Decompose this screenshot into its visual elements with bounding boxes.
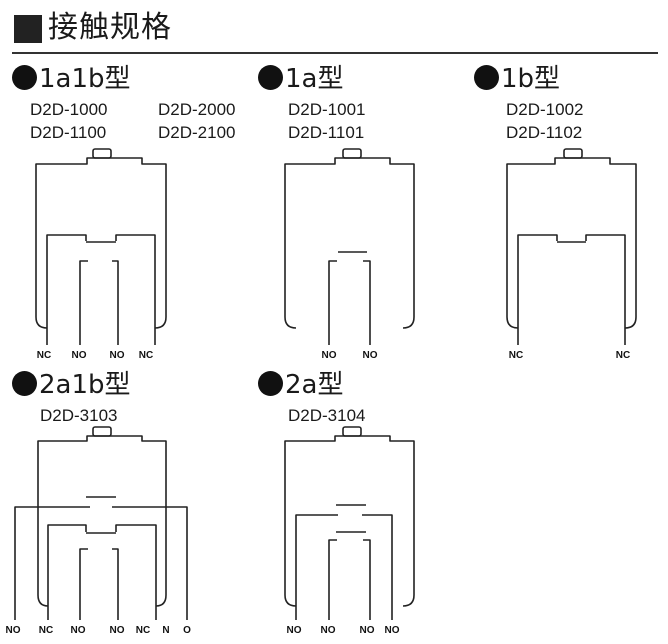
switch-body-outline [284, 435, 415, 607]
section-title-text: 1b型 [501, 64, 561, 94]
terminal-label: NO [363, 350, 378, 361]
section-title-text: 2a1b型 [39, 370, 131, 400]
section-title-1b: 1b型 [474, 64, 560, 94]
terminal-label: NC [616, 350, 630, 361]
model-number: D2D-1000 [30, 100, 108, 119]
no-contact-right [363, 260, 371, 345]
model-number: D2D-1002 [506, 100, 584, 119]
no-contact-right [112, 548, 119, 620]
terminal-label: NO [6, 625, 21, 636]
section-title-2a1b: 2a1b型 [12, 370, 131, 400]
bullet-dot-icon [12, 65, 37, 90]
actuator-plunger [342, 148, 362, 159]
bullet-dot-icon [474, 65, 499, 90]
model-number: D2D-3104 [288, 406, 366, 425]
section-header: 接触规格 [12, 6, 658, 54]
switch-diagram-1a1b [35, 148, 167, 345]
switch-diagram-2a [284, 426, 415, 620]
terminal-label: NO [360, 625, 375, 636]
nc-contact-left [47, 524, 87, 620]
terminal-label: NO [385, 625, 400, 636]
square-bullet-icon [14, 15, 42, 43]
terminal-label: NC [136, 625, 150, 636]
section-title-text: 1a1b型 [39, 64, 131, 94]
switch-diagram-2a1b [14, 426, 188, 620]
nc-contact-right [115, 524, 157, 620]
terminal-label: NC [39, 625, 53, 636]
bullet-dot-icon [12, 371, 37, 396]
terminal-label: NO [72, 350, 87, 361]
nc-contact-right [115, 234, 156, 345]
terminal-label: NO [321, 625, 336, 636]
actuator-plunger [342, 426, 362, 437]
section-title-2a: 2a型 [258, 370, 343, 400]
section-title-1a: 1a型 [258, 64, 343, 94]
model-number: D2D-1001 [288, 100, 366, 119]
terminal-label: NO [287, 625, 302, 636]
no-contact-left [79, 260, 88, 345]
terminal-label: NO [110, 350, 125, 361]
switch-diagram-1a [284, 148, 415, 345]
terminal-label: NC [139, 350, 153, 361]
model-number: D2D-1101 [288, 123, 365, 142]
no-contact-left [328, 260, 337, 345]
bullet-dot-icon [258, 65, 283, 90]
switch-body-outline [506, 157, 637, 329]
terminal-label: N [162, 625, 169, 636]
bullet-dot-icon [258, 371, 283, 396]
terminal-label: NC [37, 350, 51, 361]
no-contact-outer-right [112, 506, 188, 620]
model-number: D2D-3103 [40, 406, 118, 425]
section-title-text: 1a型 [285, 64, 344, 94]
switch-body-outline [37, 435, 167, 607]
page-title: 接触规格 [48, 10, 172, 45]
actuator-plunger [92, 148, 112, 159]
model-number: D2D-2000 [158, 100, 236, 119]
section-title-1a1b: 1a1b型 [12, 64, 131, 94]
no-contact-outer-right [362, 514, 393, 620]
no-contact-right [363, 539, 371, 620]
terminal-label: NO [110, 625, 125, 636]
switch-body-outline [284, 157, 415, 329]
no-contact-left [79, 548, 88, 620]
nc-contact-left [46, 234, 87, 345]
terminal-label: NO [322, 350, 337, 361]
actuator-plunger [563, 148, 583, 159]
model-number: D2D-1100 [30, 123, 107, 142]
no-contact-outer-left [14, 506, 90, 620]
switch-diagram-1b [506, 148, 637, 345]
terminal-label: O [183, 625, 191, 636]
model-number: D2D-1102 [506, 123, 583, 142]
actuator-plunger [92, 426, 112, 437]
nc-contact-left [517, 234, 558, 345]
no-contact-outer-left [295, 514, 338, 620]
section-title-text: 2a型 [285, 370, 344, 400]
nc-contact-right [585, 234, 626, 345]
switch-body-outline [35, 157, 167, 329]
terminal-label: NO [71, 625, 86, 636]
model-number: D2D-2100 [158, 123, 236, 142]
no-contact-right [112, 260, 119, 345]
terminal-label: NC [509, 350, 523, 361]
no-contact-left [328, 539, 337, 620]
